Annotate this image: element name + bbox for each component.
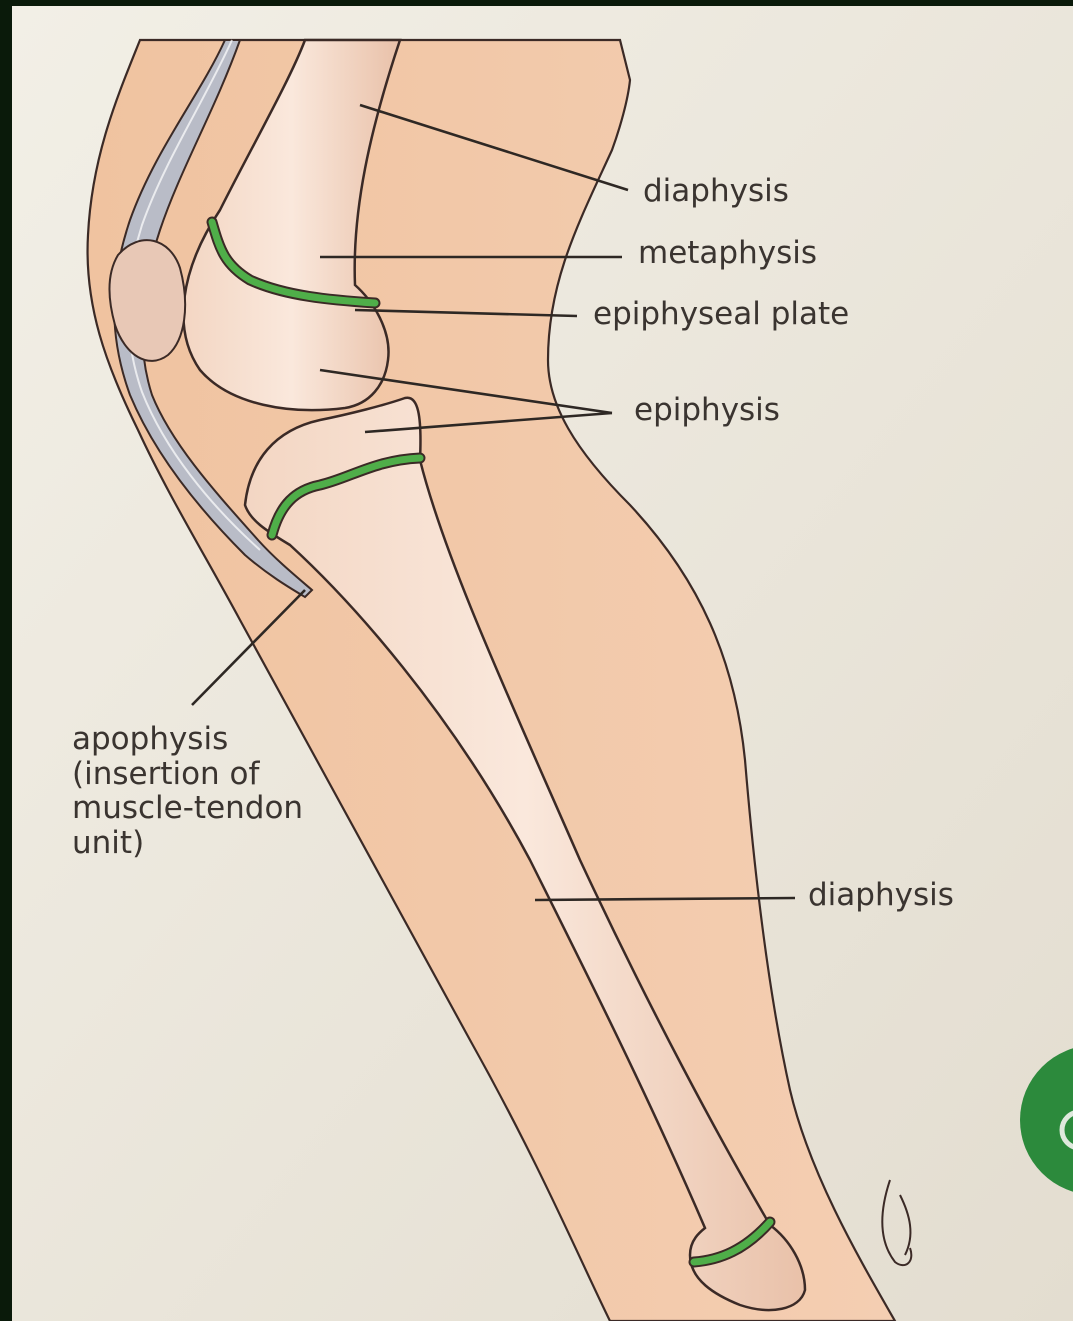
label-epiphysis: epiphysis: [634, 393, 780, 427]
label-apophysis: apophysis (insertion of muscle-tendon un…: [72, 722, 303, 861]
label-diaphysis-bottom: diaphysis: [808, 878, 954, 912]
label-apophysis-line: apophysis: [72, 722, 303, 757]
label-epiphyseal-plate: epiphyseal plate: [593, 297, 849, 331]
label-apophysis-line: (insertion of: [72, 757, 303, 792]
label-diaphysis-top: diaphysis: [643, 174, 789, 208]
label-metaphysis: metaphysis: [638, 236, 817, 270]
label-apophysis-line: muscle-tendon: [72, 791, 303, 826]
label-apophysis-line: unit): [72, 826, 303, 861]
